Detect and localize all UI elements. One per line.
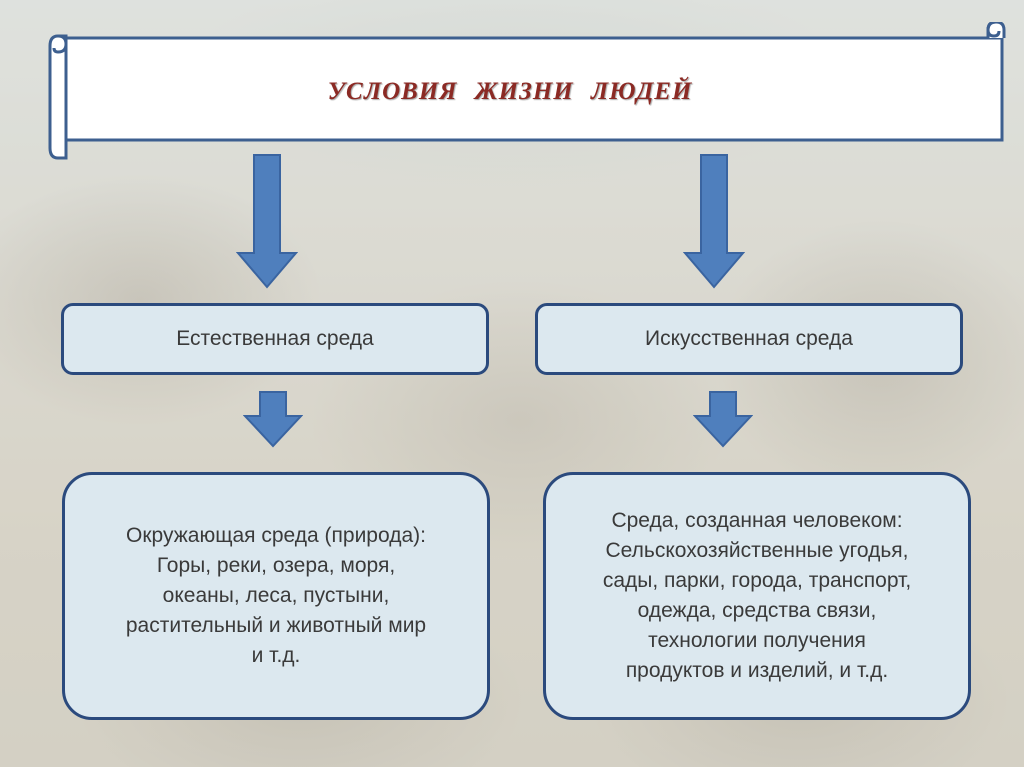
artificial-environment-label: Искусственная среда	[645, 327, 853, 350]
detail-line: продуктов и изделий, и т.д.	[625, 659, 889, 682]
arrow-down-icon	[236, 154, 298, 289]
artificial-environment-details: Среда, созданная человеком: Сельскохозяй…	[543, 472, 971, 720]
detail-line: Окружающая среда (природа):	[126, 524, 426, 547]
detail-line: технологии получения	[648, 629, 866, 652]
detail-line: растительный и животный мир	[125, 614, 427, 637]
artificial-details-text: Среда, созданная человеком: Сельскохозяй…	[603, 506, 911, 686]
natural-environment-box: Естественная среда	[61, 303, 489, 375]
detail-line: Среда, созданная человеком:	[611, 509, 903, 532]
natural-environment-details: Окружающая среда (природа): Горы, реки, …	[62, 472, 490, 720]
arrow-down-icon	[693, 391, 753, 448]
detail-line: Горы, реки, озера, моря,	[156, 554, 396, 577]
scroll-shape	[48, 22, 1006, 160]
artificial-environment-box: Искусственная среда	[535, 303, 963, 375]
detail-line: и т.д.	[251, 644, 301, 667]
natural-details-text: Окружающая среда (природа): Горы, реки, …	[126, 521, 426, 671]
detail-line: океаны, леса, пустыни,	[162, 584, 390, 607]
detail-line: сады, парки, города, транспорт,	[602, 569, 912, 592]
arrow-down-icon	[243, 391, 303, 448]
arrow-down-icon	[683, 154, 745, 289]
title-scroll-banner	[44, 22, 1008, 162]
natural-environment-label: Естественная среда	[176, 327, 374, 350]
detail-line: одежда, средства связи,	[637, 599, 877, 622]
diagram-title: УСЛОВИЯ ЖИЗНИ ЛЮДЕЙ	[327, 78, 693, 105]
detail-line: Сельскохозяйственные угодья,	[605, 539, 909, 562]
